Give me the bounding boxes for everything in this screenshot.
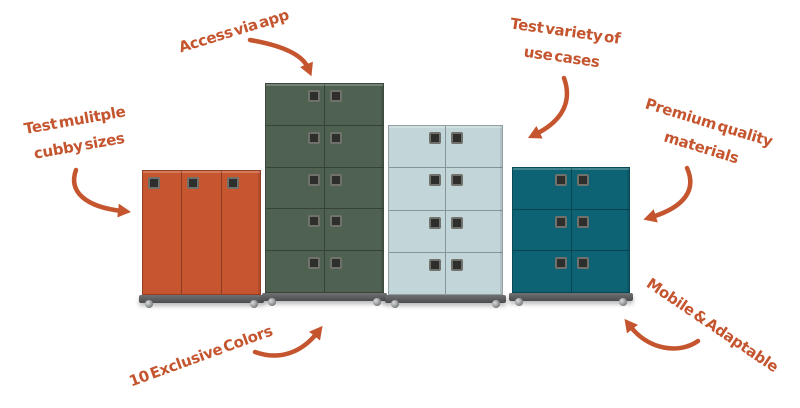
annotation-mobile-adaptable: Mobile & Adaptable — [630, 265, 793, 387]
locker-door — [389, 252, 446, 294]
locker-door — [446, 126, 502, 167]
locker-door-row — [266, 167, 383, 210]
locker-door-row — [266, 84, 383, 126]
annotation-line: Access via app — [176, 5, 292, 57]
keypad-icon — [451, 174, 463, 187]
locker-door — [325, 251, 383, 292]
orange-locker-base — [139, 295, 264, 308]
locker-door — [446, 211, 502, 252]
teal-locker — [512, 167, 630, 293]
keypad-icon — [187, 177, 200, 189]
teal-locker-base — [509, 293, 633, 306]
keypad-icon — [554, 257, 567, 270]
keypad-icon — [429, 132, 441, 144]
locker-door — [266, 251, 325, 292]
annotation-exclusive-colors: 10 Exclusive Colors — [107, 312, 294, 401]
arrow-premium-materials-icon — [643, 165, 693, 223]
arrow-cubby-sizes-icon — [72, 167, 131, 218]
keypad-icon — [554, 174, 567, 186]
locker-door-row — [266, 125, 383, 168]
keypad-icon — [330, 131, 342, 144]
keypad-icon — [148, 177, 160, 189]
locker-door-row — [389, 126, 502, 169]
keypad-icon — [429, 216, 441, 229]
locker-door-row — [143, 171, 260, 294]
locker-door — [446, 253, 502, 294]
locker-door-row — [513, 251, 630, 293]
locker-door-row — [389, 168, 502, 211]
keypad-icon — [576, 257, 589, 270]
locker-door — [266, 84, 325, 125]
locker-door — [389, 126, 446, 168]
annotation-use-cases: Test variety of use cases — [493, 10, 634, 79]
green-locker-base — [262, 293, 387, 306]
keypad-icon — [451, 216, 463, 229]
light-blue-locker — [388, 125, 503, 295]
locker-door — [325, 126, 383, 167]
keypad-icon — [429, 174, 441, 187]
keypad-icon — [226, 177, 239, 189]
annotation-premium-materials: Premium quality materials — [631, 91, 780, 181]
locker-door — [389, 168, 446, 210]
green-locker — [265, 83, 384, 293]
annotation-line: 10 Exclusive Colors — [126, 321, 275, 391]
locker-door — [182, 171, 222, 294]
annotation-line: Mobile & Adaptable — [643, 274, 782, 376]
keypad-icon — [308, 257, 320, 270]
keypad-icon — [330, 215, 342, 228]
caster-wheel-icon — [373, 298, 381, 306]
locker-door-row — [266, 251, 383, 292]
locker-door — [325, 84, 383, 125]
keypad-icon — [330, 173, 342, 186]
annotation-cubby-sizes: Test mulitple cubby sizes — [0, 95, 155, 171]
locker-door — [222, 171, 260, 294]
locker-door — [266, 167, 325, 209]
light-blue-locker-base — [385, 295, 506, 308]
locker-door-row — [389, 210, 502, 253]
locker-door-row — [513, 209, 630, 252]
keypad-icon — [451, 258, 463, 271]
orange-locker — [142, 170, 261, 295]
locker-door — [572, 168, 630, 209]
caster-wheel-icon — [391, 300, 399, 308]
caster-wheel-icon — [515, 298, 523, 306]
keypad-icon — [576, 215, 589, 228]
caster-wheel-icon — [619, 298, 627, 306]
caster-wheel-icon — [250, 300, 258, 308]
keypad-icon — [308, 131, 320, 144]
locker-door — [446, 168, 502, 209]
locker-door-row — [513, 168, 629, 210]
caster-wheel-icon — [268, 298, 276, 306]
keypad-icon — [330, 257, 342, 270]
locker-door — [572, 210, 630, 251]
keypad-icon — [576, 174, 589, 186]
locker-door — [389, 210, 446, 252]
arrow-access-via-app-icon — [247, 37, 313, 77]
caster-wheel-icon — [492, 300, 500, 308]
keypad-icon — [429, 258, 441, 271]
annotation-access-via-app: Access via app — [168, 1, 300, 63]
keypad-icon — [554, 215, 567, 228]
keypad-icon — [308, 173, 320, 186]
caster-wheel-icon — [145, 300, 153, 308]
arrow-mobile-adaptable-icon — [624, 318, 701, 351]
arrow-use-cases-icon — [527, 75, 570, 139]
keypad-icon — [451, 132, 463, 144]
locker-door — [513, 251, 572, 293]
locker-door — [266, 209, 325, 251]
locker-door — [143, 171, 183, 294]
locker-door — [325, 168, 383, 209]
locker-door — [513, 168, 572, 209]
keypad-icon — [308, 90, 320, 102]
keypad-icon — [330, 90, 342, 102]
locker-door — [325, 209, 383, 250]
locker-door — [513, 209, 572, 251]
locker-door — [266, 125, 325, 167]
locker-door-row — [389, 252, 502, 294]
keypad-icon — [308, 215, 320, 228]
locker-door — [572, 251, 630, 292]
locker-door-row — [266, 209, 383, 252]
